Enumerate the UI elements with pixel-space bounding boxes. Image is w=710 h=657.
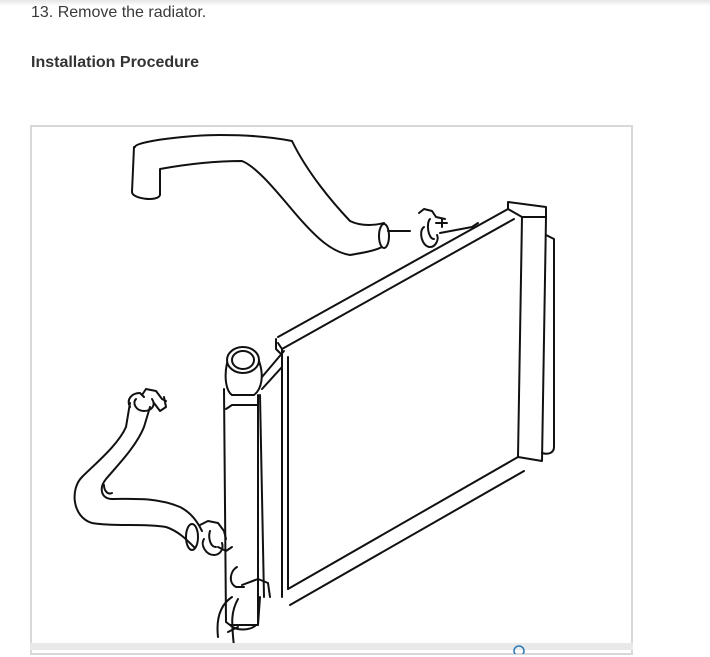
radiator-core	[275, 201, 555, 606]
upper-hose	[131, 134, 411, 256]
section-heading: Installation Procedure	[31, 54, 200, 71]
left-tank	[223, 346, 285, 631]
lower-hose-upper-clamp	[127, 388, 167, 412]
step-instruction: 13. Remove the radiator.	[31, 4, 207, 21]
zoom-icon[interactable]	[512, 644, 526, 654]
radiator-illustration	[73, 134, 555, 648]
top-shadow	[0, 0, 710, 6]
upper-hose-clamp	[418, 208, 479, 248]
figure-caption-bar	[30, 643, 633, 650]
drain-outlet	[216, 566, 271, 648]
lower-hose-lower-clamp	[199, 520, 233, 556]
radiator-figure[interactable]	[30, 125, 633, 655]
lower-hose	[73, 402, 203, 551]
